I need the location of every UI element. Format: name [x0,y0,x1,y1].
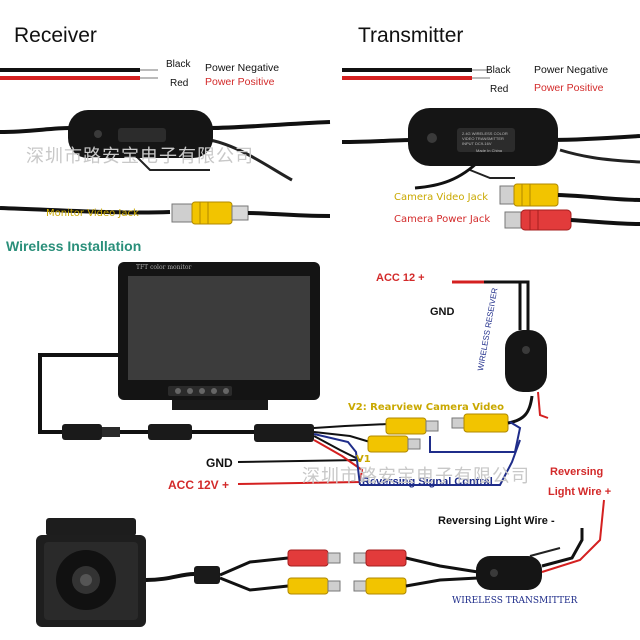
gnd-left-label: GND [206,456,233,470]
wireless-installation-heading: Wireless Installation [6,238,142,254]
wireless-transmitter-module [476,499,605,590]
transmitter-made-in: Made In China [476,148,503,153]
transmitter-power-negative: Power Negative [534,64,609,76]
tft-monitor [118,262,320,410]
transmitter-wire-black-label: Black [486,65,511,76]
monitor-cable [38,353,314,442]
reversing-light-minus-label: Reversing Light Wire - [438,515,555,527]
transmitter-cable [341,134,640,190]
transmitter-power-positive: Power Positive [534,82,604,94]
v1-label: V1 [356,454,371,465]
receiver-cable [0,120,331,182]
receiver-power-positive: Power Positive [205,76,275,88]
wireless-receiver-module [452,280,549,419]
camera-video-jack-label: Camera Video Jack [394,192,488,203]
receiver-wire-black-label: Black [166,59,191,70]
transmitter-wire-red-label: Red [490,84,509,95]
wireless-transmitter-label: WIRELESS TRANSMITTER [452,596,578,606]
gnd-top-label: GND [430,306,455,318]
installation-watermark: 深圳市路安宝电子有限公司 [302,466,530,486]
receiver-module [68,110,213,158]
branch-wires [237,423,389,486]
reversing-light-label-2: Light Wire + [548,486,612,498]
monitor-video-jack-label: Monitor Video Jack [46,208,139,219]
reversing-light-label-1: Reversing [550,466,604,478]
acc12-label: ACC 12 + [376,272,425,284]
camera-power-jack [504,209,640,231]
receiver-power-negative: Power Negative [205,62,280,74]
transmitter-rca-pair [353,549,479,595]
transmitter-title: Transmitter [358,24,464,47]
reversing-signal-label: Reversing Signal Contral [362,476,493,488]
transmitter-module [408,108,558,166]
camera-video-jack [499,183,640,207]
v1-rca [367,435,421,453]
reversing-signal-line [360,421,522,486]
camera-rca-pair [219,549,341,595]
receiver-wire-red-label: Red [170,78,189,89]
receiver-power-wires [0,68,158,80]
monitor-video-jack [0,201,331,225]
monitor-label: TFT color monitor [136,264,192,271]
v2-rca [385,417,439,435]
transmitter-power-wires [342,68,490,80]
acc12v-label: ACC 12V + [168,478,230,492]
top-watermark: 深圳市路安宝电子有限公司 [26,146,254,166]
receiver-title: Receiver [14,24,97,47]
rear-camera [36,518,220,627]
transmitter-module-text: 2.4G WIRELESS COLOR VIDEO TRANSMITTER IN… [462,131,508,146]
v2-label: V2: Rearview Camera Video [348,402,505,413]
camera-power-jack-label: Camera Power Jack [394,214,491,225]
